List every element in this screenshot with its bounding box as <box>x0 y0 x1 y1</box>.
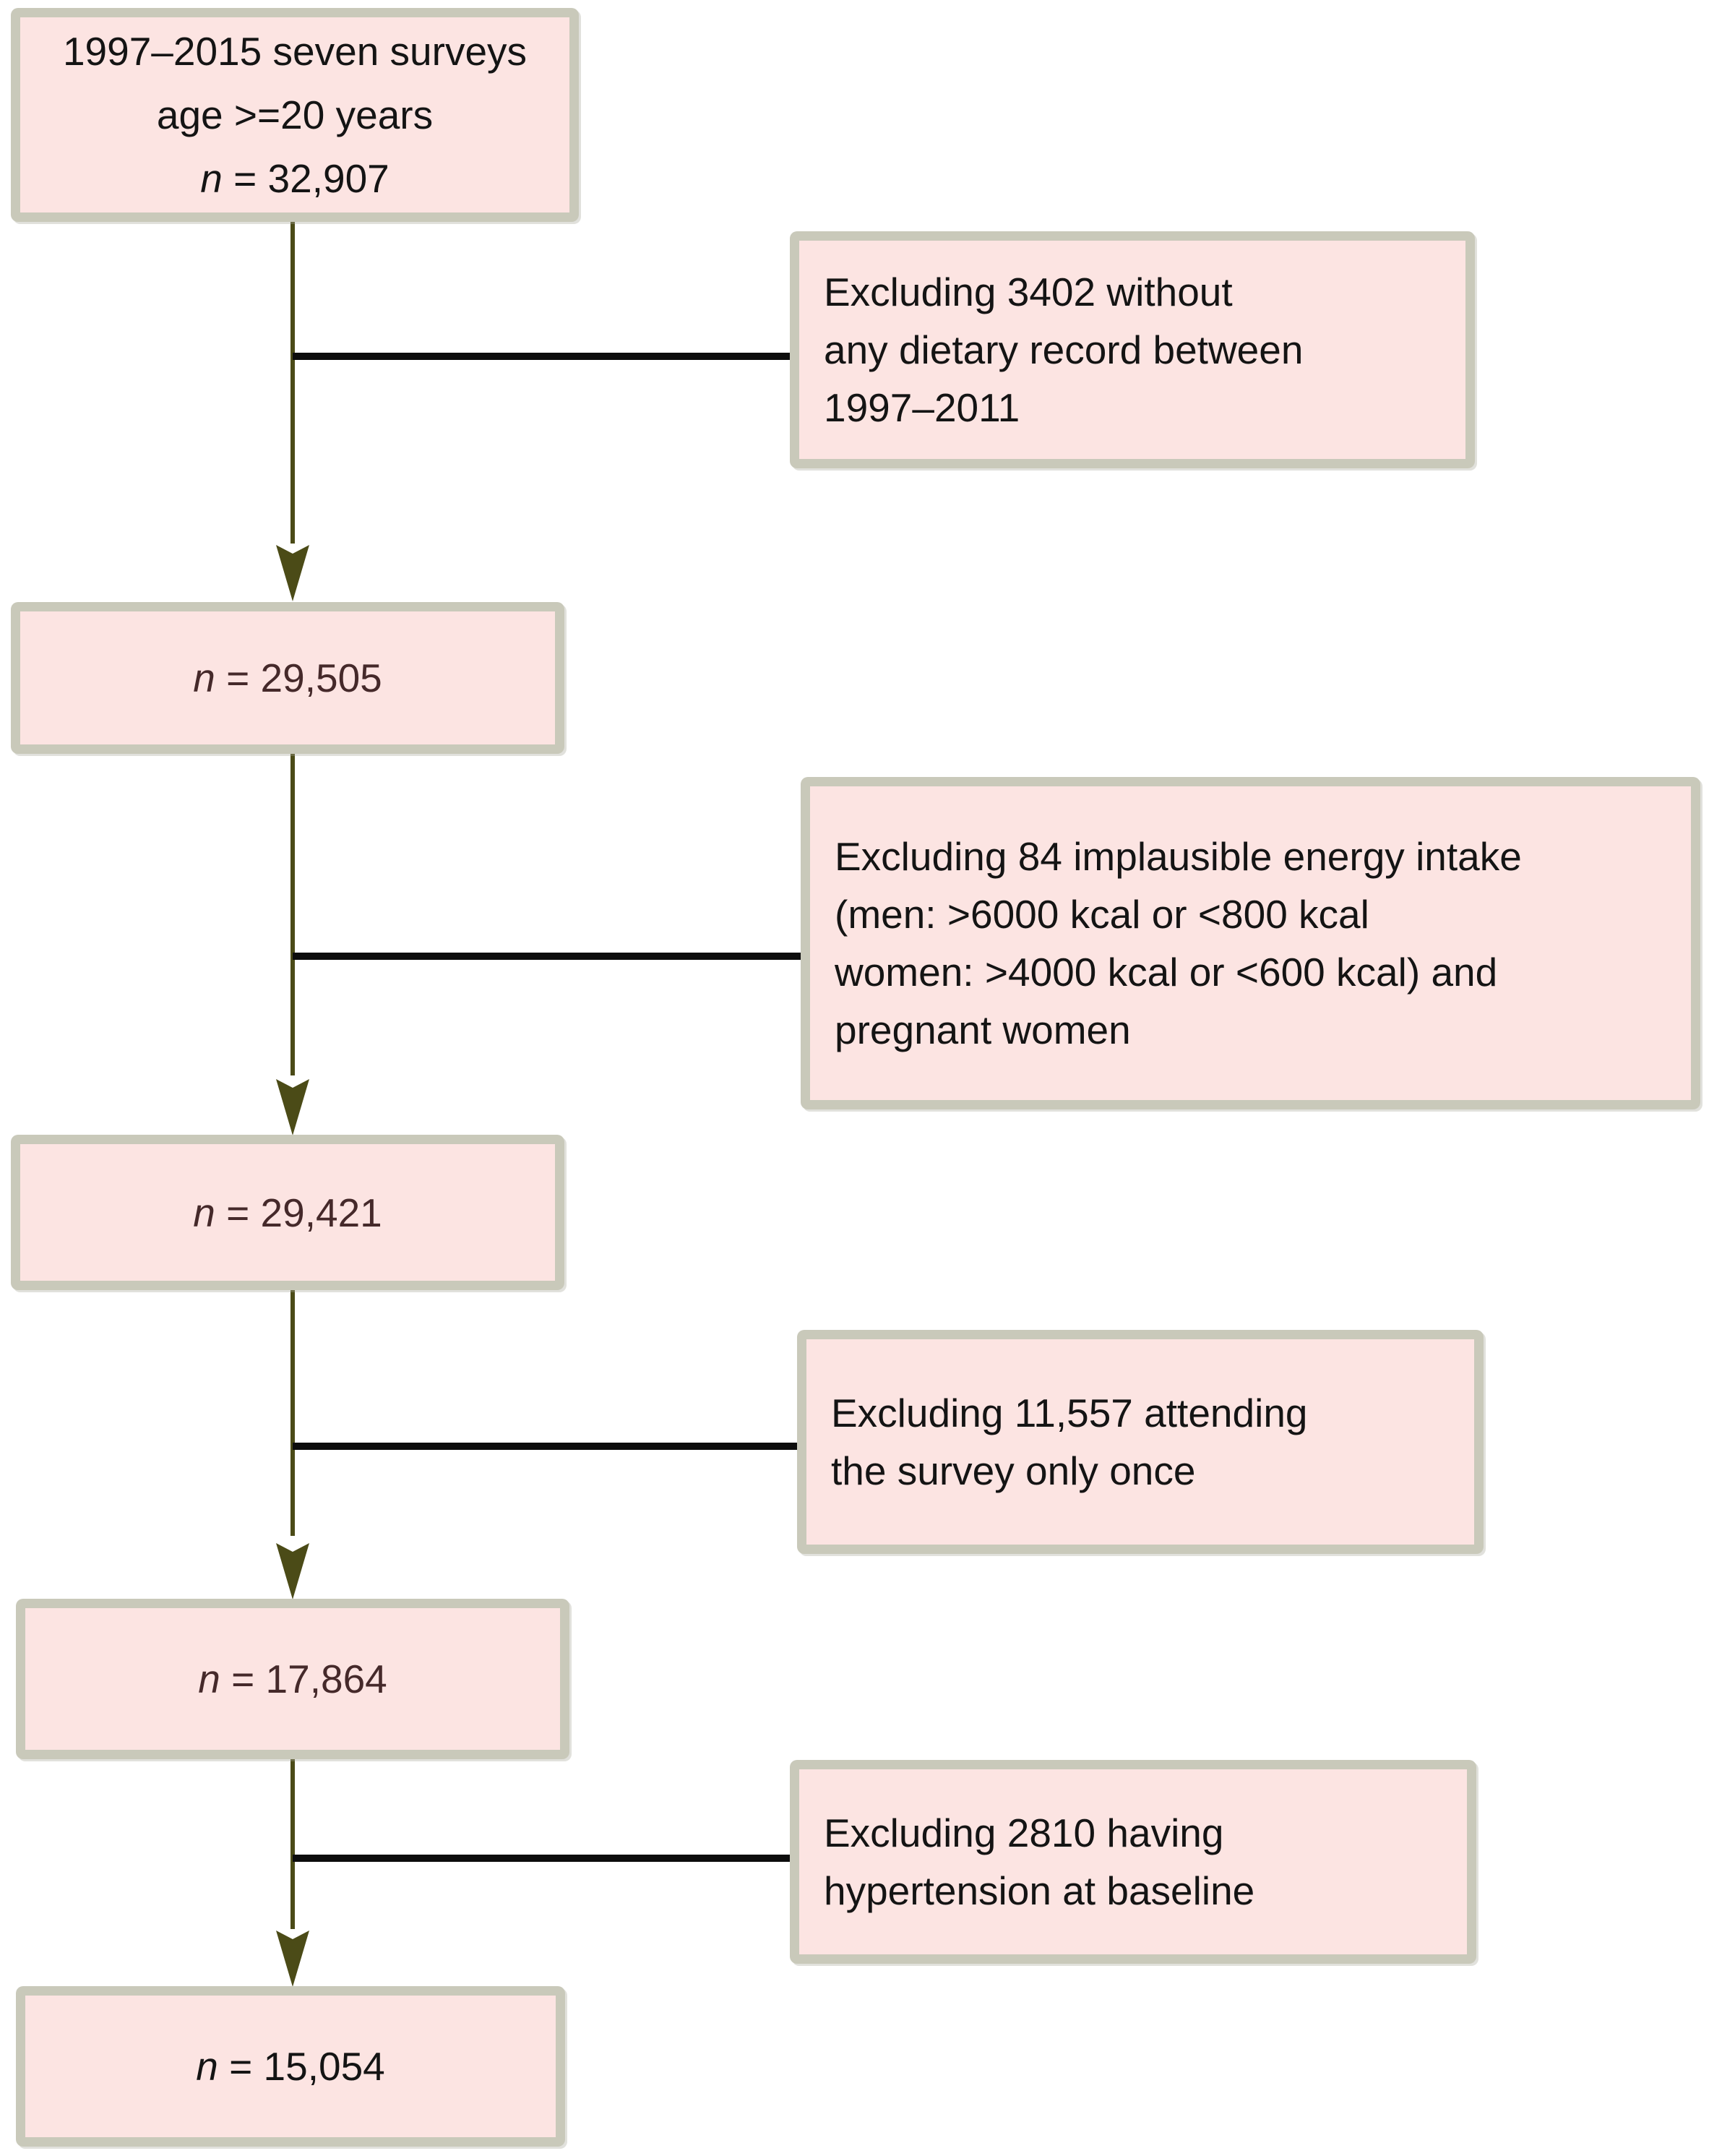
cohort-box-text: 1997–2015 seven surveys <box>62 29 528 74</box>
exclusion-text: Excluding 3402 without <box>824 270 1233 314</box>
exclusion-text: Excluding 2810 having <box>824 1811 1224 1855</box>
flow-line-3 <box>290 1290 295 1536</box>
cohort-box-17864: n = 17,864 <box>16 1599 569 1759</box>
exclusion-text: hypertension at baseline <box>824 1868 1255 1913</box>
sample-size-text: n = 17,864 <box>198 1657 387 1701</box>
exclusion-connector-line-3 <box>293 1443 797 1450</box>
sample-size-text: n = 29,505 <box>193 656 382 700</box>
cohort-box-initial: 1997–2015 seven surveys age >=20 years n… <box>11 8 579 222</box>
exclusion-text: the survey only once <box>831 1448 1196 1493</box>
exclusion-text: pregnant women <box>835 1008 1131 1052</box>
cohort-box-final: n = 15,054 <box>16 1986 565 2147</box>
arrow-down-icon <box>275 1076 310 1135</box>
flow-line-1 <box>290 222 295 544</box>
exclusion-connector-line-2 <box>293 953 801 960</box>
arrow-down-icon <box>275 1540 310 1599</box>
exclusion-text: 1997–2011 <box>824 385 1020 430</box>
arrow-down-icon <box>275 1928 310 1987</box>
arrow-down-icon <box>275 542 310 601</box>
sample-size-text: n = 32,907 <box>200 156 389 201</box>
exclusion-text: Excluding 84 implausible energy intake <box>835 834 1522 879</box>
exclusion-text: (men: >6000 kcal or <800 kcal <box>835 892 1369 937</box>
exclusion-connector-line-1 <box>293 353 790 360</box>
exclusion-text: Excluding 11,557 attending <box>831 1391 1308 1435</box>
sample-size-text: n = 29,421 <box>193 1190 382 1235</box>
exclusion-connector-line-4 <box>293 1855 790 1862</box>
exclusion-box-dietary-record: Excluding 3402 without any dietary recor… <box>790 231 1475 468</box>
exclusion-box-energy-intake: Excluding 84 implausible energy intake (… <box>801 777 1700 1109</box>
cohort-box-text: age >=20 years <box>156 93 434 137</box>
exclusion-text: women: >4000 kcal or <600 kcal) and <box>835 950 1498 995</box>
cohort-box-29421: n = 29,421 <box>11 1135 564 1290</box>
flow-line-2 <box>290 754 295 1075</box>
cohort-box-29505: n = 29,505 <box>11 602 564 754</box>
sample-size-text: n = 15,054 <box>196 2044 385 2089</box>
exclusion-box-single-attendance: Excluding 11,557 attending the survey on… <box>797 1330 1484 1554</box>
exclusion-text: any dietary record between <box>824 327 1304 372</box>
exclusion-box-hypertension: Excluding 2810 having hypertension at ba… <box>790 1760 1476 1964</box>
flow-line-4 <box>290 1759 295 1929</box>
